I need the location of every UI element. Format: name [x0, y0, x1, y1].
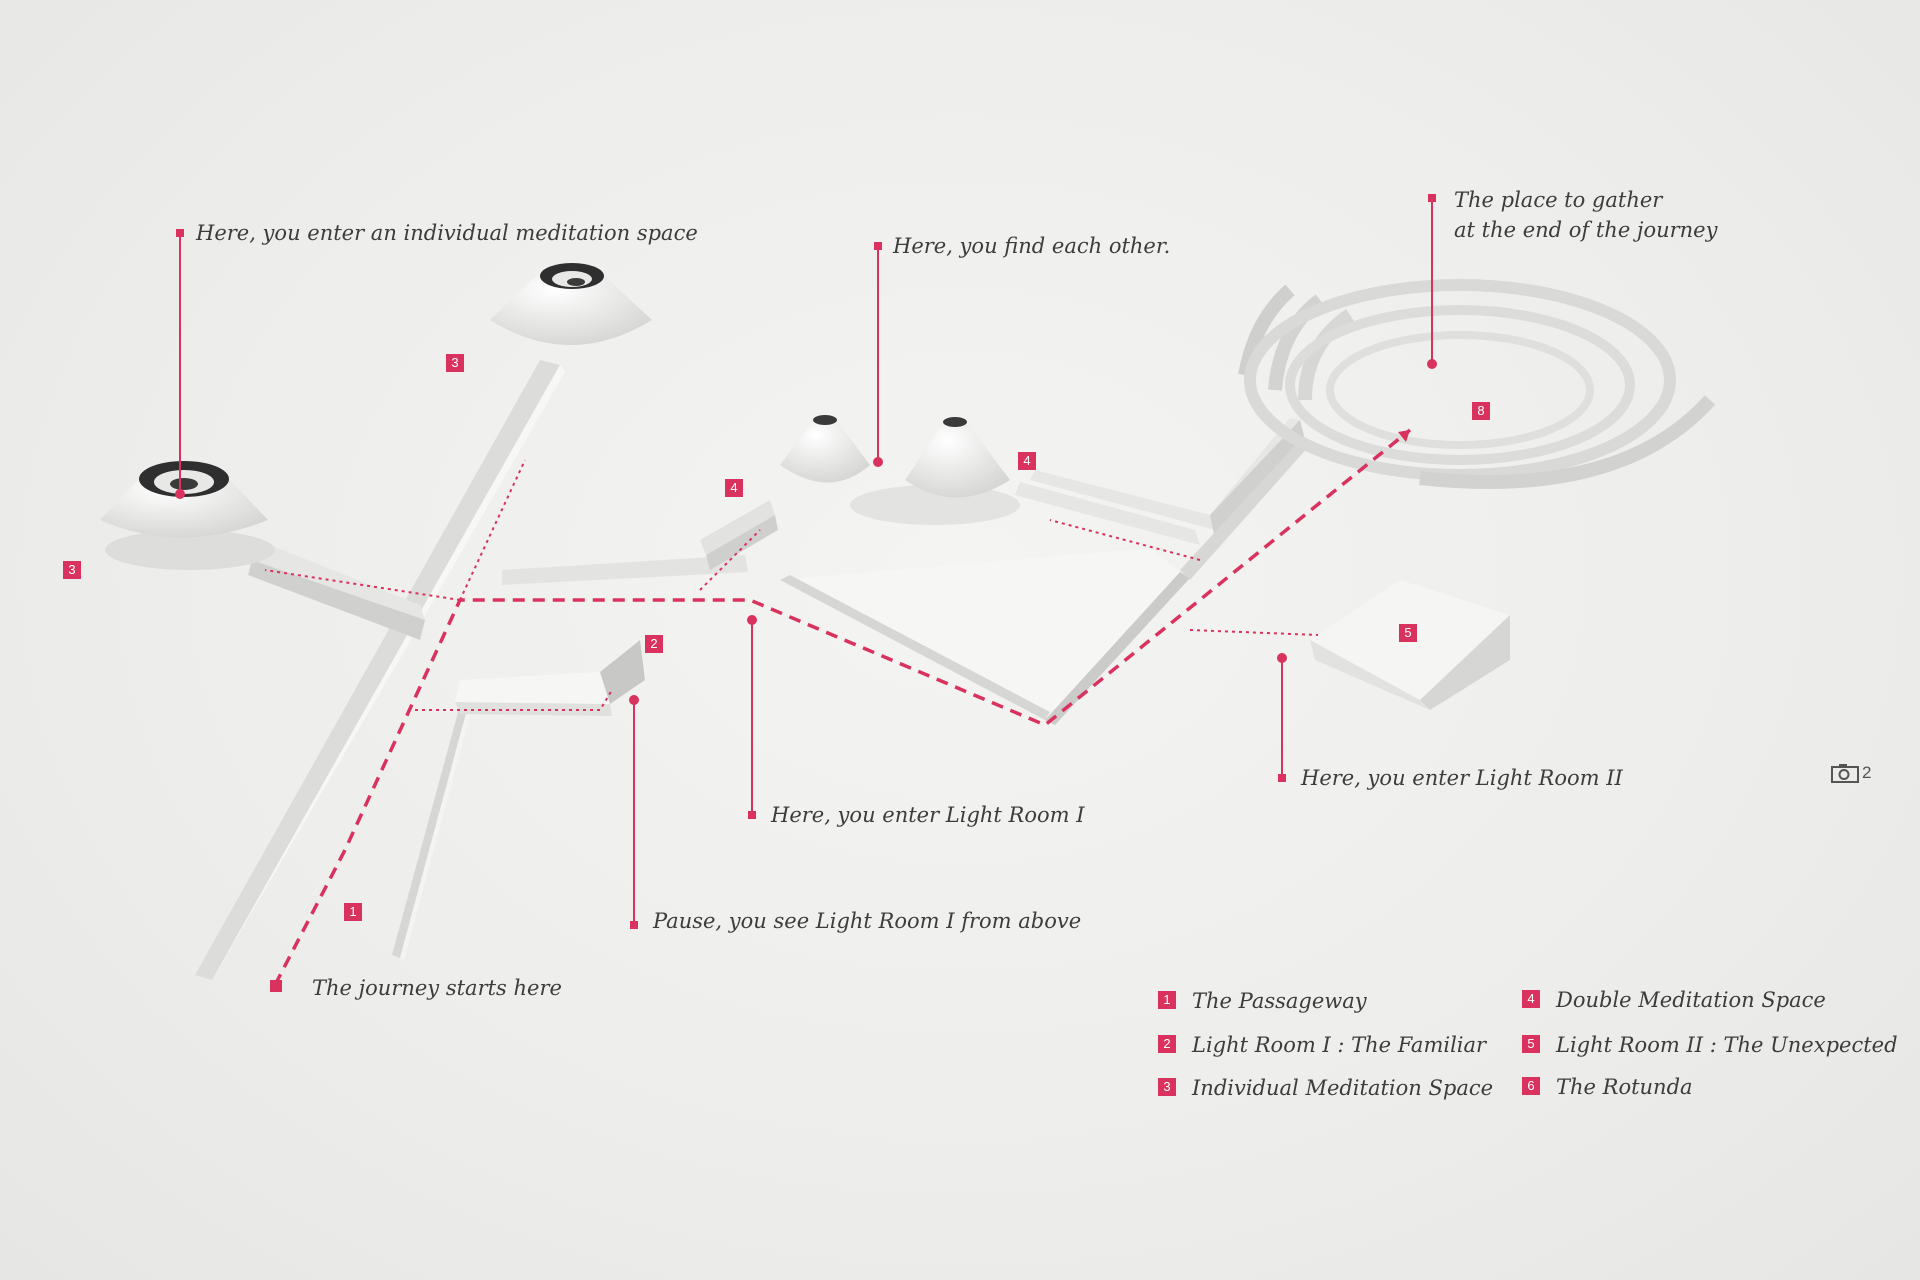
- annotation-pause: Pause, you see Light Room I from above: [653, 906, 1081, 937]
- map-badge-1: 1: [344, 903, 362, 921]
- legend-item-2: 2 Light Room I : The Familiar: [1158, 1031, 1486, 1061]
- annotation-find-each-other: Here, you find each other.: [893, 231, 1170, 262]
- legend-badge: 2: [1158, 1035, 1176, 1053]
- camera-view-marker: 2: [1831, 762, 1871, 784]
- map-badge-4-right: 4: [1018, 452, 1036, 470]
- individual-space-left: [100, 461, 425, 640]
- annotation-gather-line1: The place to gather: [1454, 185, 1662, 216]
- camera-icon: [1831, 763, 1859, 783]
- legend-label: Light Room II : The Unexpected: [1556, 1033, 1898, 1057]
- annotation-journey-start: The journey starts here: [312, 973, 562, 1004]
- light-room-2: [1310, 580, 1510, 710]
- map-badge-4-left: 4: [725, 479, 743, 497]
- map-badge-5: 5: [1399, 624, 1417, 642]
- legend-badge: 5: [1522, 1035, 1540, 1053]
- legend-item-1: 1 The Passageway: [1158, 987, 1367, 1017]
- map-badge-3-upper: 3: [446, 354, 464, 372]
- annotation-light-room-2: Here, you enter Light Room II: [1301, 763, 1623, 794]
- annotation-gather-line2: at the end of the journey: [1454, 215, 1717, 246]
- legend-item-3: 3 Individual Meditation Space: [1158, 1074, 1493, 1104]
- legend-item-6: 6 The Rotunda: [1522, 1073, 1693, 1103]
- map-badge-3-left: 3: [63, 561, 81, 579]
- legend-badge: 1: [1158, 991, 1176, 1009]
- legend-label: The Passageway: [1192, 989, 1367, 1013]
- legend-label: Light Room I : The Familiar: [1192, 1033, 1486, 1057]
- annotation-individual-space: Here, you enter an individual meditation…: [196, 218, 698, 249]
- annotation-light-room-1: Here, you enter Light Room I: [771, 800, 1085, 831]
- passageway: [195, 360, 645, 980]
- individual-space-upper: [490, 263, 652, 345]
- camera-view-number: 2: [1862, 763, 1871, 782]
- rotunda: [1245, 285, 1710, 482]
- legend-label: The Rotunda: [1556, 1075, 1693, 1099]
- double-meditation-space: [780, 415, 1020, 525]
- legend-item-4: 4 Double Meditation Space: [1522, 986, 1826, 1016]
- legend-label: Individual Meditation Space: [1192, 1076, 1493, 1100]
- legend-badge: 3: [1158, 1078, 1176, 1096]
- legend-label: Double Meditation Space: [1556, 988, 1826, 1012]
- legend-badge: 4: [1522, 990, 1540, 1008]
- map-badge-8: 8: [1472, 402, 1490, 420]
- legend-item-5: 5 Light Room II : The Unexpected: [1522, 1031, 1898, 1061]
- legend-badge: 6: [1522, 1077, 1540, 1095]
- map-badge-2: 2: [645, 635, 663, 653]
